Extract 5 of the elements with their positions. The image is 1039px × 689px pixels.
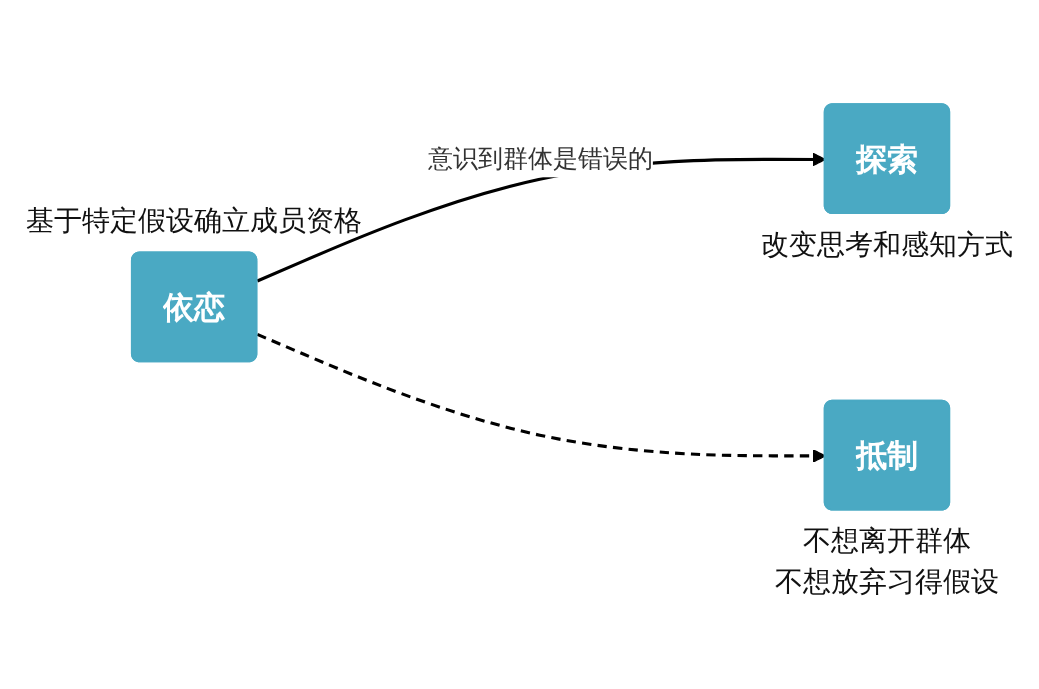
node-caption: 基于特定假设确立成员资格: [26, 204, 363, 238]
node-caption: 不想离开群体: [803, 524, 971, 558]
edge-label: 意识到群体是错误的: [428, 143, 653, 173]
node-caption: 改变思考和感知方式: [761, 228, 1013, 261]
node-caption: 不想放弃习得假设: [775, 565, 999, 599]
